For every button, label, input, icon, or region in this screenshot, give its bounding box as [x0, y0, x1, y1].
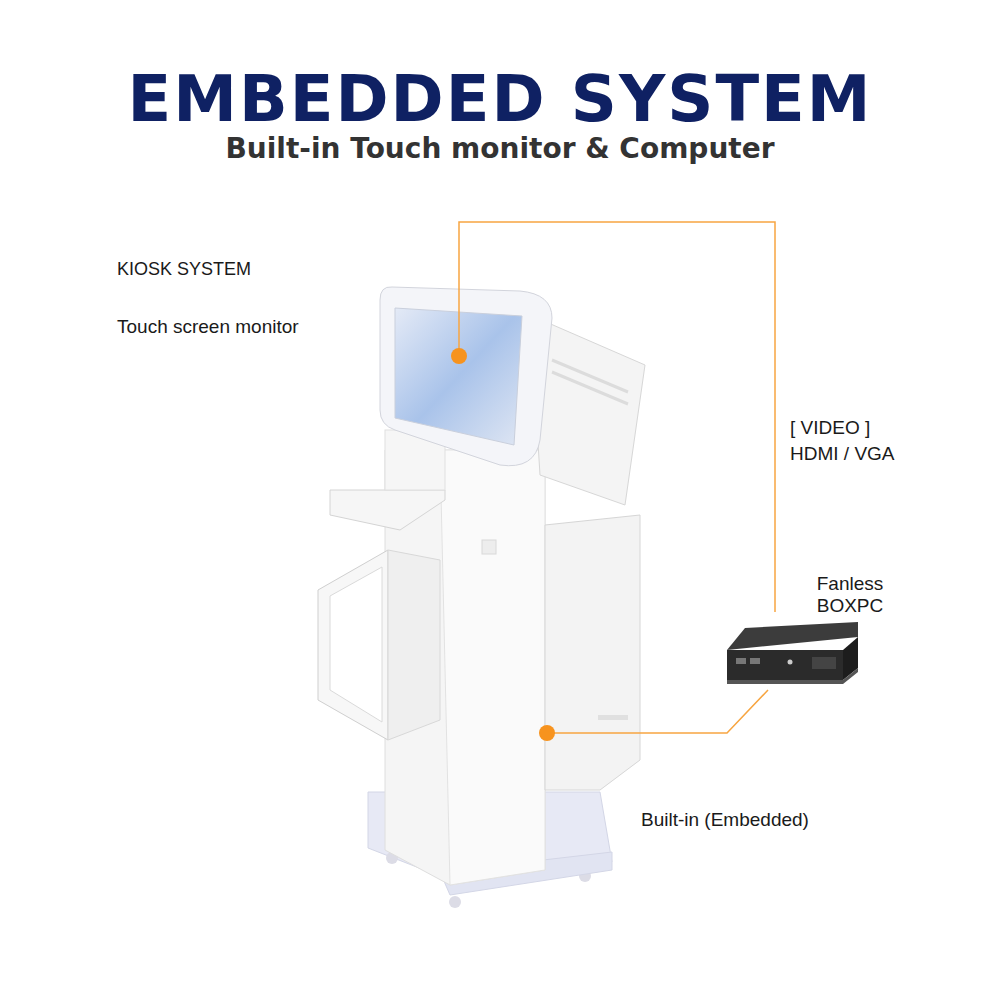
box-pc — [727, 622, 858, 684]
touch-monitor — [380, 287, 552, 466]
kiosk-body — [318, 430, 640, 885]
part-label: Built-in (Embedded) — [641, 809, 809, 831]
part-label: KIOSK SYSTEM — [117, 259, 251, 280]
signal-label: [ VIDEO ] — [790, 417, 870, 439]
signal-label: HDMI / VGA — [790, 443, 895, 465]
title: EMBEDDED SYSTEM — [128, 62, 873, 136]
callout-dot — [539, 725, 555, 741]
leader-lines — [459, 222, 775, 733]
part-label: Fanless BOXPC — [800, 573, 900, 617]
part-label: Touch screen monitor — [117, 316, 299, 338]
callout-dot — [451, 348, 467, 364]
subtitle: Built-in Touch monitor & Computer — [226, 132, 775, 165]
